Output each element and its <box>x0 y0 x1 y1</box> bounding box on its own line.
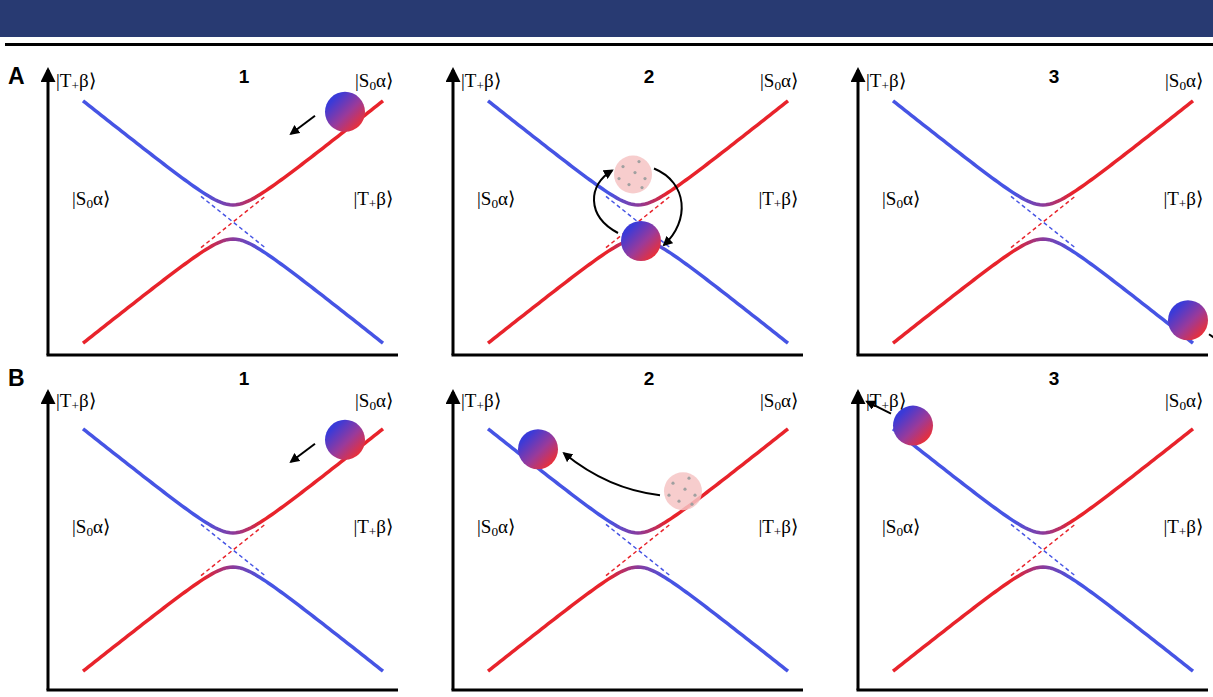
ghost-dot <box>643 177 646 180</box>
state-label: |S0α⟩ <box>1165 71 1203 90</box>
energy-plot <box>47 392 399 690</box>
header-rule <box>5 43 1213 46</box>
lower-curve <box>488 567 788 671</box>
ghost-dot <box>667 494 670 497</box>
ghost-dot <box>627 183 630 186</box>
ghost-dot <box>633 171 636 174</box>
ghost-dot <box>640 186 643 189</box>
state-label: |S0α⟩ <box>1165 391 1203 410</box>
ghost-dot <box>687 477 690 480</box>
ghost-dot <box>683 488 686 491</box>
motion-arrow <box>1209 334 1213 348</box>
subfigure-number: 2 <box>644 369 655 388</box>
ghost-dot <box>617 177 620 180</box>
state-label: |S0α⟩ <box>355 71 393 90</box>
ghost-particle <box>614 156 652 194</box>
coordinate-axis <box>47 689 399 692</box>
lower-curve <box>893 567 1193 671</box>
coordinate-axis <box>452 689 804 692</box>
ghost-dot <box>693 494 696 497</box>
state-label: |S0α⟩ <box>882 189 920 208</box>
energy-axis <box>452 392 455 690</box>
state-label: |S0α⟩ <box>72 517 110 536</box>
energy-plot <box>857 70 1213 355</box>
particle <box>325 420 365 460</box>
upper-curve <box>893 429 1193 533</box>
header-bar <box>0 0 1213 37</box>
ghost-dot <box>621 165 624 168</box>
motion-arrow <box>564 453 660 495</box>
subfigure-number: 3 <box>1049 67 1060 86</box>
panel-letter: B <box>8 367 25 390</box>
energy-axis <box>47 392 50 690</box>
state-label: |S0α⟩ <box>760 391 798 410</box>
energy-plot <box>452 392 804 690</box>
ghost-dot <box>637 160 640 163</box>
coordinate-axis <box>452 354 804 357</box>
particle <box>325 92 365 132</box>
state-label: |T+β⟩ <box>56 391 96 410</box>
energy-axis <box>47 70 50 355</box>
state-label: |T+β⟩ <box>353 189 393 208</box>
state-label: |T+β⟩ <box>758 189 798 208</box>
state-label: |T+β⟩ <box>866 71 906 90</box>
upper-curve <box>488 429 788 533</box>
motion-arrow <box>594 171 618 233</box>
state-label: |T+β⟩ <box>1163 189 1203 208</box>
energy-axis <box>857 392 860 690</box>
state-label: |S0α⟩ <box>760 71 798 90</box>
state-label: |T+β⟩ <box>56 71 96 90</box>
state-label: |T+β⟩ <box>866 391 906 410</box>
subfigure-number: 1 <box>239 67 250 86</box>
coordinate-axis <box>47 354 399 357</box>
coordinate-axis <box>857 354 1209 357</box>
energy-plot <box>857 392 1209 690</box>
energy-axis <box>857 70 860 355</box>
panel-letter: A <box>8 65 25 88</box>
subfigure-number: 2 <box>644 67 655 86</box>
lower-curve <box>893 239 1193 343</box>
upper-curve <box>488 101 788 205</box>
subfigure-number: 3 <box>1049 369 1060 388</box>
lower-curve <box>83 567 383 671</box>
particle <box>1168 300 1208 340</box>
state-label: |T+β⟩ <box>758 517 798 536</box>
state-label: |T+β⟩ <box>353 517 393 536</box>
state-label: |T+β⟩ <box>461 391 501 410</box>
ghost-dot <box>690 503 693 506</box>
motion-arrow <box>291 116 315 134</box>
state-label: |T+β⟩ <box>1163 517 1203 536</box>
ghost-dot <box>671 482 674 485</box>
state-label: |S0α⟩ <box>477 189 515 208</box>
motion-arrow <box>654 169 682 245</box>
energy-axis <box>452 70 455 355</box>
lower-curve <box>83 239 383 343</box>
motion-arrow <box>291 444 315 462</box>
particle <box>621 221 661 261</box>
ghost-dot <box>677 500 680 503</box>
state-label: |S0α⟩ <box>477 517 515 536</box>
ghost-particle <box>664 472 702 510</box>
energy-plot <box>47 70 399 355</box>
coordinate-axis <box>857 689 1209 692</box>
particle <box>518 429 558 469</box>
particle <box>893 406 933 446</box>
upper-curve <box>893 101 1193 205</box>
state-label: |T+β⟩ <box>461 71 501 90</box>
state-label: |S0α⟩ <box>882 517 920 536</box>
energy-plot <box>452 70 804 355</box>
state-label: |S0α⟩ <box>355 391 393 410</box>
subfigure-number: 1 <box>239 369 250 388</box>
state-label: |S0α⟩ <box>72 189 110 208</box>
